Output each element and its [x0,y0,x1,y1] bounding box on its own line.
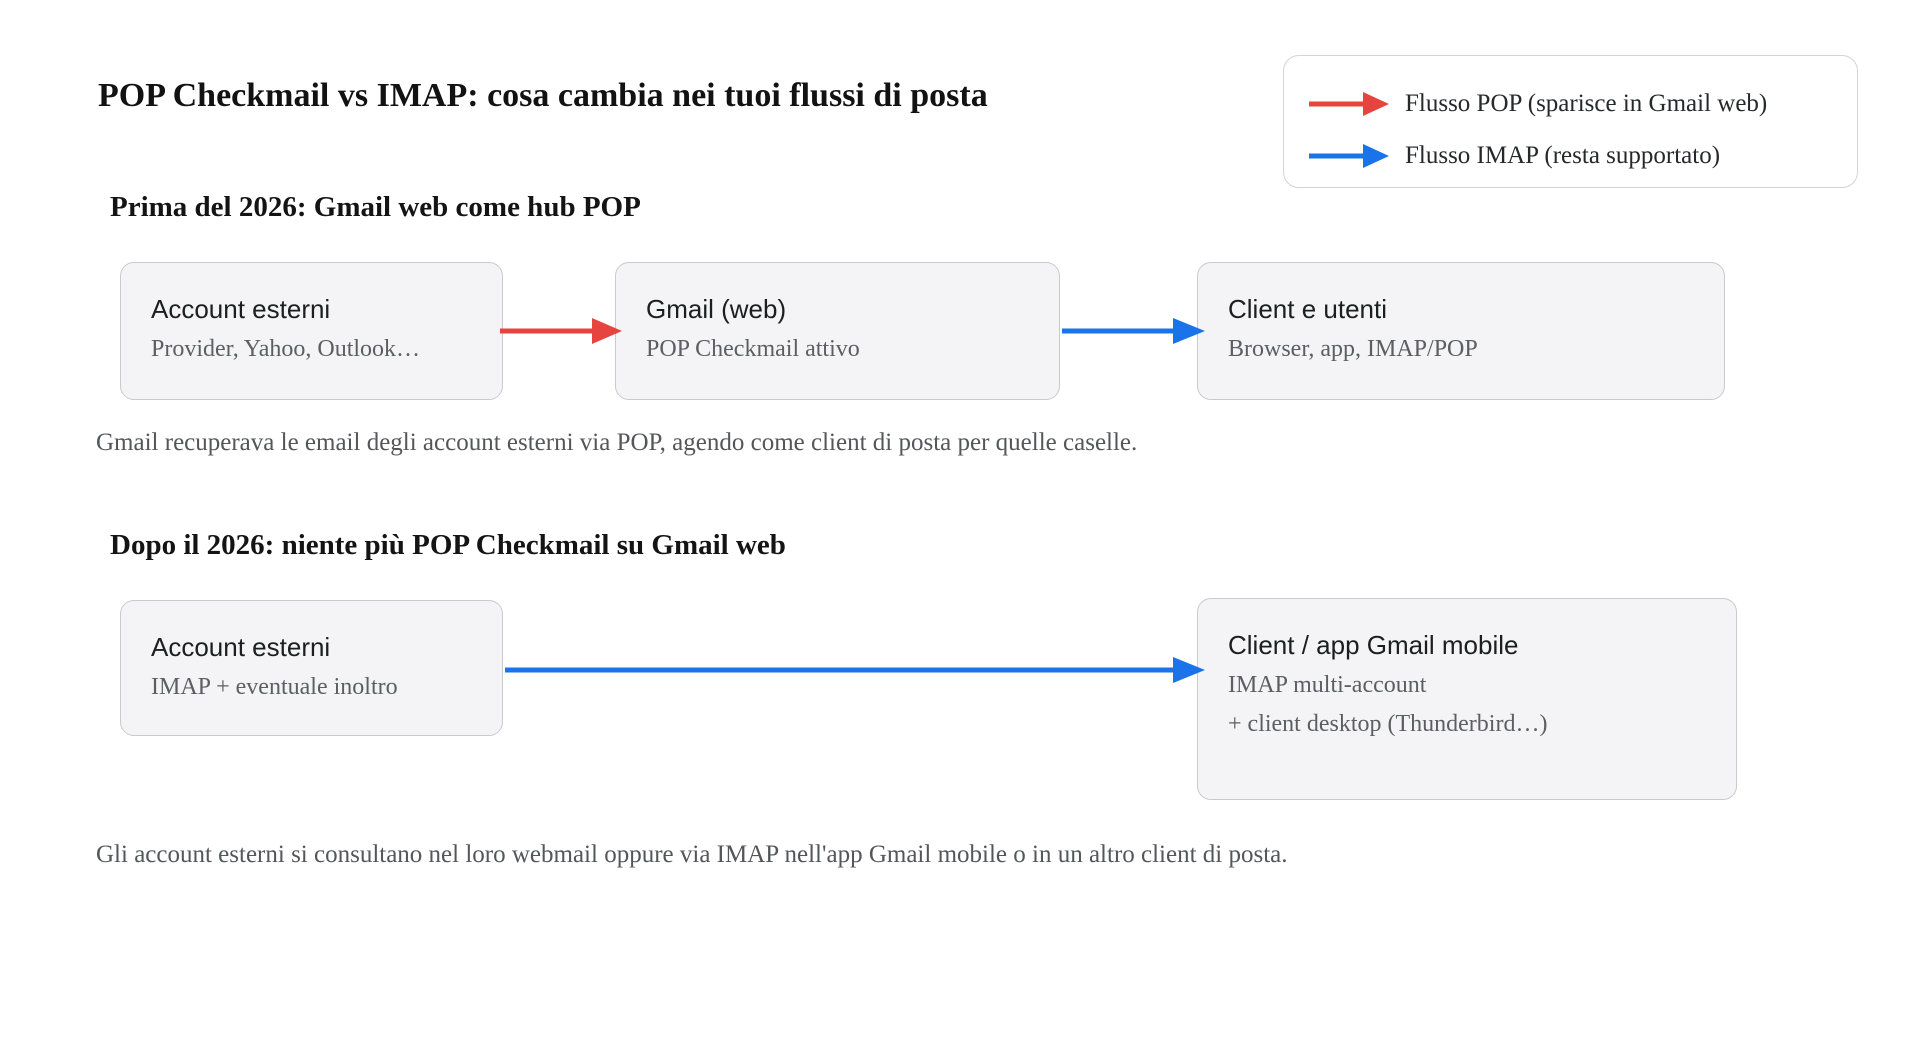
node-subtitle: Provider, Yahoo, Outlook… [151,336,421,362]
node-subtitle: IMAP + eventuale inoltro [151,674,398,700]
imap-flow-arrow-long [505,656,1205,684]
node-client-e-utenti: Client e utenti Browser, app, IMAP/POP [1197,262,1725,400]
node-client-app-gmail-mobile: Client / app Gmail mobile IMAP multi-acc… [1197,598,1737,800]
legend-panel: Flusso POP (sparisce in Gmail web) Fluss… [1283,55,1858,188]
legend-item-pop-label: Flusso POP (sparisce in Gmail web) [1405,90,1768,117]
node-subtitle-2: + client desktop (Thunderbird…) [1228,711,1548,737]
imap-flow-arrow-icon [1309,143,1389,169]
node-gmail-web: Gmail (web) POP Checkmail attivo [615,262,1060,400]
legend-item-pop: Flusso POP (sparisce in Gmail web) [1309,90,1767,118]
section-caption-after: Gli account esterni si consultano nel lo… [96,841,1288,868]
node-title: Client / app Gmail mobile [1228,630,1519,660]
pop-flow-arrow [500,317,622,345]
node-subtitle: POP Checkmail attivo [646,336,860,362]
section-heading-before-2026: Prima del 2026: Gmail web come hub POP [110,191,641,223]
page-title: POP Checkmail vs IMAP: cosa cambia nei t… [98,77,988,114]
node-account-esterni-before: Account esterni Provider, Yahoo, Outlook… [120,262,503,400]
node-title: Gmail (web) [646,294,787,324]
legend-item-imap: Flusso IMAP (resta supportato) [1309,142,1720,170]
node-title: Client e utenti [1228,294,1387,324]
node-account-esterni-after: Account esterni IMAP + eventuale inoltro [120,600,503,736]
node-title: Account esterni [151,632,331,662]
node-title: Account esterni [151,294,331,324]
section-heading-after-2026: Dopo il 2026: niente più POP Checkmail s… [110,529,786,561]
node-subtitle: IMAP multi-account [1228,672,1427,698]
pop-flow-arrow-icon [1309,91,1389,117]
section-caption-before: Gmail recuperava le email degli account … [96,429,1138,456]
node-subtitle: Browser, app, IMAP/POP [1228,336,1478,362]
legend-item-imap-label: Flusso IMAP (resta supportato) [1405,142,1721,169]
imap-flow-arrow [1062,317,1205,345]
